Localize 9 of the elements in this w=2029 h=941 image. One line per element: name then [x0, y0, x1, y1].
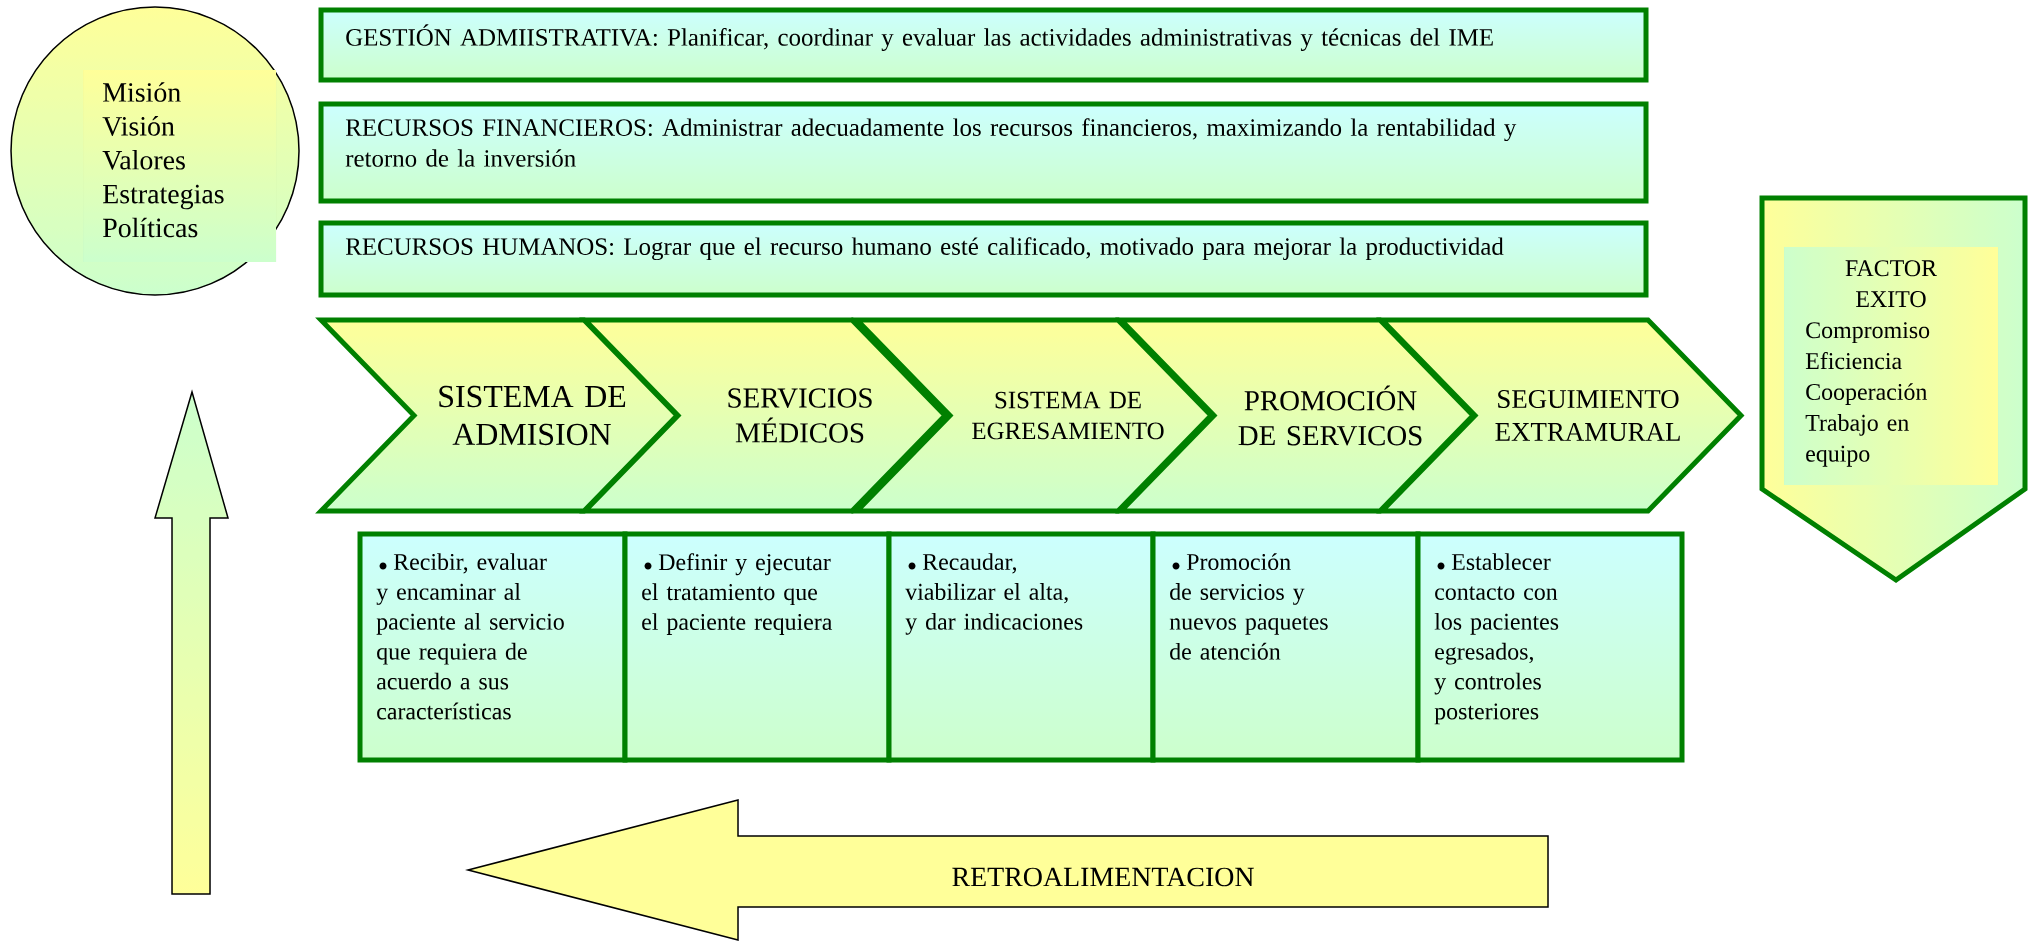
task-cell: Recibir, evaluar y encaminar al paciente al servicio que requiera de acuerdo a sus características	[357, 531, 628, 763]
task-cell: Promoción de servicios y nuevos paquetes de atención	[1150, 531, 1421, 763]
objective-box: GESTIÓN ADMIISTRATIVA: Planificar, coordinar y evaluar las actividades administrativas y técnicas del IME	[318, 7, 1649, 83]
objective-box: RECURSOS HUMANOS: Lograr que el recurso humano esté calificado, motivado para mejorar la productividad	[318, 220, 1649, 298]
objective-box: RECURSOS FINANCIEROS: Administrar adecuadamente los recursos financieros, maximizando la rentabilidad y retorno de la inversión	[318, 101, 1649, 204]
circle-node: Misión Visión Valores Estrategias Políticas	[10, 6, 300, 296]
task-cell: Establecer contacto con los pacientes egresados, y controles posteriores	[1415, 531, 1685, 763]
task-cell: Recaudar, viabilizar el alta, y dar indicaciones	[886, 531, 1156, 763]
task-cell: Definir y ejecutar el tratamiento que el paciente requiera	[622, 531, 892, 763]
